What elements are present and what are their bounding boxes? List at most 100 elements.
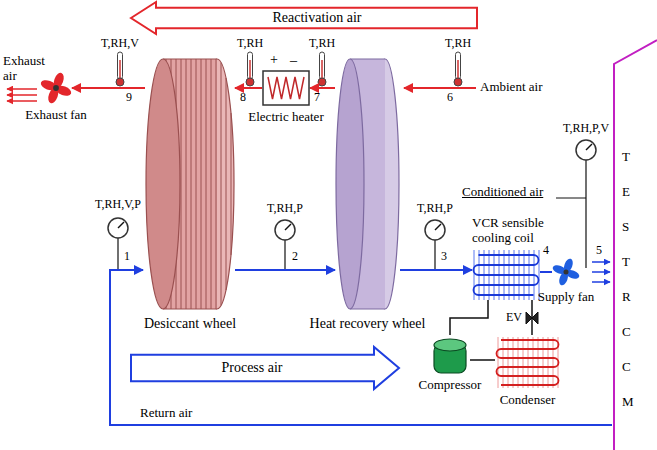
pressure-gauge — [425, 220, 445, 240]
condenser-fin — [533, 337, 534, 388]
coil-tube — [474, 255, 539, 295]
reactivation-duct — [310, 87, 335, 89]
state-number: 5 — [596, 244, 602, 258]
sensor-label: T,RH — [309, 37, 335, 51]
state-number: 3 — [441, 250, 447, 264]
node-outline — [495, 335, 560, 390]
wheel-rib — [231, 113, 232, 255]
node-outline — [335, 58, 400, 310]
ambient-air-line — [404, 87, 476, 89]
heater-box — [263, 71, 309, 105]
sensor-label: T,RH,P — [417, 202, 453, 216]
sensor-label: T,RH,P,V — [563, 122, 609, 136]
pressure-gauge — [576, 140, 596, 160]
pressure-gauge — [275, 220, 295, 240]
desiccant-wheel: Desiccant wheel — [145, 58, 235, 310]
state-number: 9 — [126, 91, 132, 105]
node-outline — [472, 250, 540, 300]
node-outline — [430, 335, 470, 375]
process-air-arrow: Process air — [130, 346, 400, 390]
condenser-tube — [497, 340, 559, 385]
wheel-rib — [201, 59, 202, 309]
condenser-fin — [548, 337, 549, 388]
wheel-rib — [191, 59, 192, 309]
process-duct — [400, 269, 472, 271]
exhaust-fan: Exhaust fan — [40, 72, 72, 104]
sensor-label: T,RH,V,P — [95, 198, 141, 212]
gauge-needle — [435, 224, 441, 230]
reactivation-duct — [235, 87, 262, 89]
polarity-sign: _ — [290, 48, 297, 64]
state-number: 7 — [314, 91, 320, 105]
state-number: 4 — [543, 244, 549, 258]
condenser-fin — [513, 337, 514, 388]
condenser-fin — [538, 337, 539, 388]
wheel-face — [336, 59, 364, 309]
state-number: 8 — [240, 91, 246, 105]
refrigerant-line — [470, 359, 495, 361]
condenser-fin — [518, 337, 519, 388]
flow-label: Exhaust air — [3, 54, 51, 84]
gauge-stem — [117, 238, 118, 269]
flow-label: Ambient air — [480, 80, 542, 95]
valve-label: EV — [506, 311, 522, 325]
room-text: R — [622, 290, 631, 305]
sensor-label: T,RH — [237, 37, 263, 51]
condenser-fin — [523, 337, 524, 388]
thermometer-bulb — [318, 78, 326, 86]
sensor-label: T,RH,P — [267, 202, 303, 216]
node-outline — [262, 70, 310, 106]
wheel-rib — [186, 59, 187, 309]
fan-hub — [563, 269, 568, 274]
process-duct — [235, 269, 335, 271]
condenser-fin — [503, 337, 504, 388]
supply-arrow — [592, 281, 610, 283]
condenser-fin — [553, 337, 554, 388]
exhaust-arrow — [7, 100, 37, 102]
component-label: VCR sensible cooling coil — [472, 216, 562, 246]
condenser-fin — [498, 337, 499, 388]
gauge-stem — [284, 240, 285, 269]
thermometer-probe — [320, 52, 325, 79]
state-number: 1 — [124, 250, 130, 264]
gauge-stem — [585, 160, 586, 268]
condenser: Condenser — [495, 335, 560, 390]
component-label: Supply fan — [538, 290, 595, 305]
fan-hub — [53, 85, 59, 91]
wheel-rib — [226, 78, 227, 290]
component-label: Compressor — [419, 378, 482, 393]
wheel-edge — [350, 308, 385, 309]
sensor-label: T,RH — [445, 37, 471, 51]
room-text: M — [622, 395, 634, 410]
condenser-fin — [508, 337, 509, 388]
wheel-edge — [350, 58, 385, 59]
thermometer-bulb — [454, 78, 462, 86]
component-label: Desiccant wheel — [144, 316, 236, 332]
refrigerant-line — [450, 300, 488, 335]
expansion-valve — [526, 312, 538, 324]
room-text: T — [622, 255, 630, 270]
electric-heater: +_Electric heater — [262, 70, 310, 106]
supply-arrow — [592, 261, 610, 263]
condenser-fin — [543, 337, 544, 388]
room-text: C — [622, 325, 631, 340]
thermometer-column — [249, 60, 251, 79]
node-outline — [40, 72, 72, 104]
wheel-rib — [216, 59, 217, 309]
component-label: Heat recovery wheel — [310, 316, 426, 332]
wheel-face — [146, 59, 180, 309]
flow-arrow — [131, 347, 399, 389]
thermometer-probe — [118, 52, 123, 79]
component-label: Electric heater — [248, 110, 323, 125]
heater-element — [268, 77, 304, 99]
heat-recovery-wheel: Heat recovery wheel — [335, 58, 400, 310]
room-text: C — [622, 360, 631, 375]
node-outline — [552, 258, 580, 286]
condenser-fin — [528, 337, 529, 388]
flow-label: Conditioned air — [462, 185, 543, 200]
sensor-label: T,RH,V — [101, 37, 139, 51]
compressor: Compressor — [430, 335, 470, 375]
wheel-rib — [211, 59, 212, 309]
thermometer-probe — [456, 52, 461, 79]
